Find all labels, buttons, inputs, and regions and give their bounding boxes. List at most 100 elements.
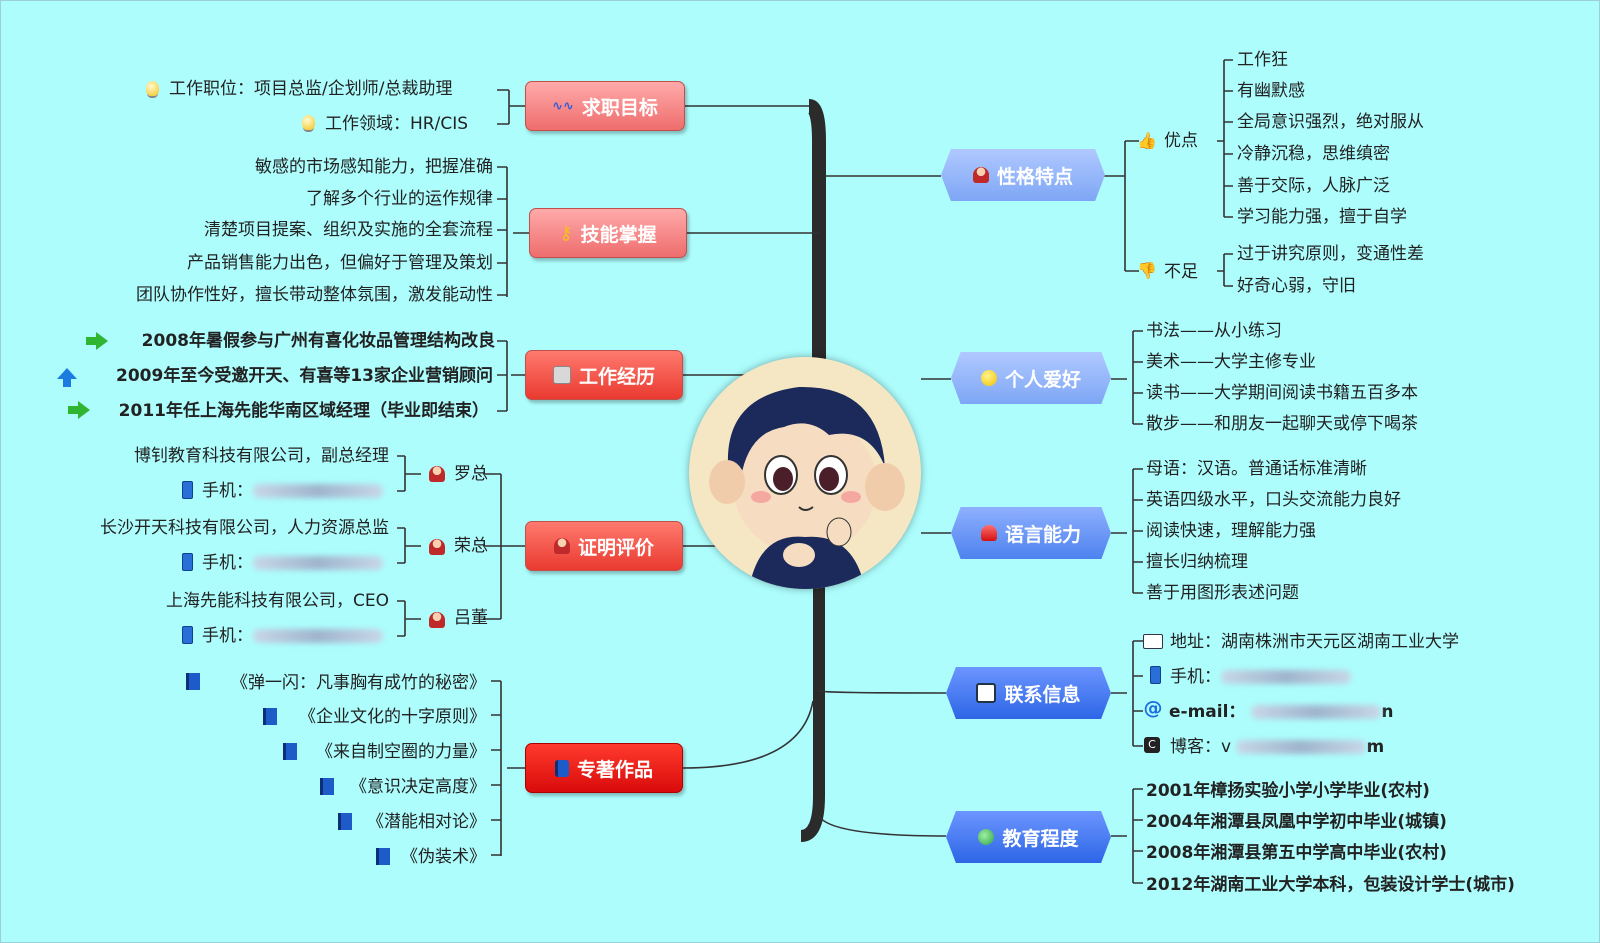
reference-name: 罗总 (454, 464, 488, 484)
branch-label: 证明评价 (577, 536, 654, 559)
branch-label: 工作经历 (578, 365, 655, 388)
pros-item: 有幽默感 (1237, 81, 1305, 101)
pros-item: 全局意识强烈，绝对服从 (1237, 112, 1424, 132)
cartoon-avatar (689, 357, 921, 589)
skill-item: 清楚项目提案、组织及实施的全套流程 (204, 220, 493, 240)
experience-item: 2011年任上海先能华南区域经理（毕业即结束） (118, 401, 489, 421)
thumbs-down-icon: 👎 (1137, 260, 1157, 280)
contact-blog[interactable]: 博客：v m (1170, 737, 1385, 757)
language-item: 母语：汉语。普通话标准清晰 (1146, 459, 1367, 479)
smiley-icon (980, 370, 997, 386)
book-icon (319, 777, 335, 795)
contact-address: 地址：湖南株洲市天元区湖南工业大学 (1170, 632, 1459, 652)
reference-name: 荣总 (454, 536, 488, 556)
reference-company: 长沙开天科技有限公司，人力资源总监 (100, 518, 389, 538)
arrow-up-icon (56, 367, 78, 387)
cons-item: 过于讲究原则，变通性差 (1237, 244, 1424, 264)
branch-personality[interactable]: 性格特点 (941, 149, 1105, 201)
person-icon (429, 538, 445, 556)
hobby-item: 读书——大学期间阅读书籍五百多本 (1146, 383, 1418, 403)
person-icon (972, 167, 989, 183)
branch-label: 求职目标 (581, 96, 658, 119)
cons-label: 不足 (1164, 262, 1198, 282)
book-icon (185, 672, 201, 690)
book-icon (375, 847, 391, 865)
person-icon (429, 611, 445, 629)
book-icon (262, 707, 278, 725)
pros-item: 冷静沉稳，思维缜密 (1237, 144, 1390, 164)
education-item: 2004年湘潭县凤凰中学初中毕业(城镇) (1146, 812, 1447, 832)
branch-label: 性格特点 (996, 165, 1073, 188)
mobile-phone-icon (179, 481, 195, 499)
branch-label: 语言能力 (1004, 523, 1081, 546)
publication-item: 《伪装术》 (401, 847, 486, 867)
branch-label: 技能掌握 (580, 223, 657, 246)
branch-references[interactable]: 证明评价 (525, 521, 683, 571)
pros-item: 工作狂 (1237, 50, 1288, 70)
branch-work-experience[interactable]: 工作经历 (525, 350, 683, 400)
arrow-right-icon (67, 401, 90, 419)
reference-phone: 手机： (202, 480, 383, 502)
branch-label: 教育程度 (1002, 827, 1079, 850)
blog-icon: C (1144, 736, 1160, 754)
education-item: 2008年湘潭县第五中学高中毕业(农村) (1146, 843, 1447, 863)
hobby-item: 书法——从小练习 (1146, 321, 1282, 341)
lightbulb-icon (144, 79, 160, 97)
education-item: 2012年湖南工业大学本科，包装设计学士(城市) (1146, 875, 1515, 895)
education-item: 2001年樟扬实验小学小学毕业(农村) (1146, 781, 1430, 801)
publication-item: 《企业文化的十字原则》 (299, 707, 486, 727)
skill-item: 了解多个行业的运作规律 (306, 189, 493, 209)
experience-item: 2008年暑假参与广州有喜化妆品管理结构改良 (141, 331, 495, 351)
skill-item: 敏感的市场感知能力，把握准确 (255, 157, 493, 177)
hobby-item: 美术——大学主修专业 (1146, 352, 1316, 372)
mobile-phone-icon (179, 553, 195, 571)
branch-job-goal[interactable]: ∿∿ 求职目标 (525, 81, 685, 131)
experience-item: 2009年至今受邀开天、有喜等13家企业营销顾问 (116, 366, 493, 386)
hobby-item: 散步——和朋友一起聊天或停下喝茶 (1146, 414, 1418, 434)
publication-item: 《弹一闪：凡事胸有成竹的秘密》 (231, 673, 486, 693)
branch-language[interactable]: 语言能力 (951, 507, 1111, 559)
branch-education[interactable]: 教育程度 (946, 811, 1111, 863)
thumbs-up-icon: 👍 (1137, 130, 1157, 150)
language-item: 善于用图形表述问题 (1146, 583, 1299, 603)
reference-company: 上海先能科技有限公司，CEO (166, 591, 389, 611)
language-item: 阅读快速，理解能力强 (1146, 521, 1316, 541)
branch-contact[interactable]: 联系信息 (946, 667, 1111, 719)
contact-phone: 手机： (1170, 666, 1351, 688)
cons-item: 好奇心弱，守旧 (1237, 276, 1356, 296)
pros-item: 学习能力强，擅于自学 (1237, 207, 1407, 227)
reference-name: 吕董 (454, 608, 488, 628)
book-icon (554, 759, 569, 777)
language-item: 英语四级水平，口头交流能力良好 (1146, 490, 1401, 510)
briefcase-icon (552, 366, 571, 384)
branch-label: 个人爱好 (1004, 368, 1081, 391)
contact-email[interactable]: e-mail： n (1169, 702, 1394, 722)
book-icon (337, 812, 353, 830)
branch-publications[interactable]: 专著作品 (525, 743, 683, 793)
globe-icon (978, 829, 995, 845)
at-sign-icon: @ (1143, 697, 1163, 719)
goal-item: 工作领域：HR/CIS (325, 114, 468, 134)
skill-item: 团队协作性好，擅长带动整体氛围，激发能动性 (136, 285, 493, 305)
skill-item: 产品销售能力出色，但偏好于管理及策划 (187, 253, 493, 273)
language-item: 擅长归纳梳理 (1146, 552, 1248, 572)
lightbulb-icon (300, 113, 316, 131)
contact-card-icon (1143, 632, 1163, 650)
person-icon (429, 465, 445, 483)
branch-label: 专著作品 (576, 758, 653, 781)
mobile-phone-icon (179, 626, 195, 644)
bell-icon (980, 525, 997, 541)
branch-hobbies[interactable]: 个人爱好 (951, 352, 1111, 404)
mobile-phone-icon (1147, 666, 1163, 684)
goal-icon: ∿∿ (552, 98, 574, 114)
pros-label: 优点 (1164, 131, 1198, 151)
contact-card-icon (976, 683, 997, 703)
person-icon (553, 538, 570, 554)
branch-skills[interactable]: ⚷ 技能掌握 (529, 208, 687, 258)
book-icon (282, 742, 298, 760)
publication-item: 《潜能相对论》 (367, 812, 486, 832)
branch-label: 联系信息 (1004, 683, 1081, 706)
goal-item: 工作职位：项目总监/企划师/总裁助理 (169, 79, 453, 99)
